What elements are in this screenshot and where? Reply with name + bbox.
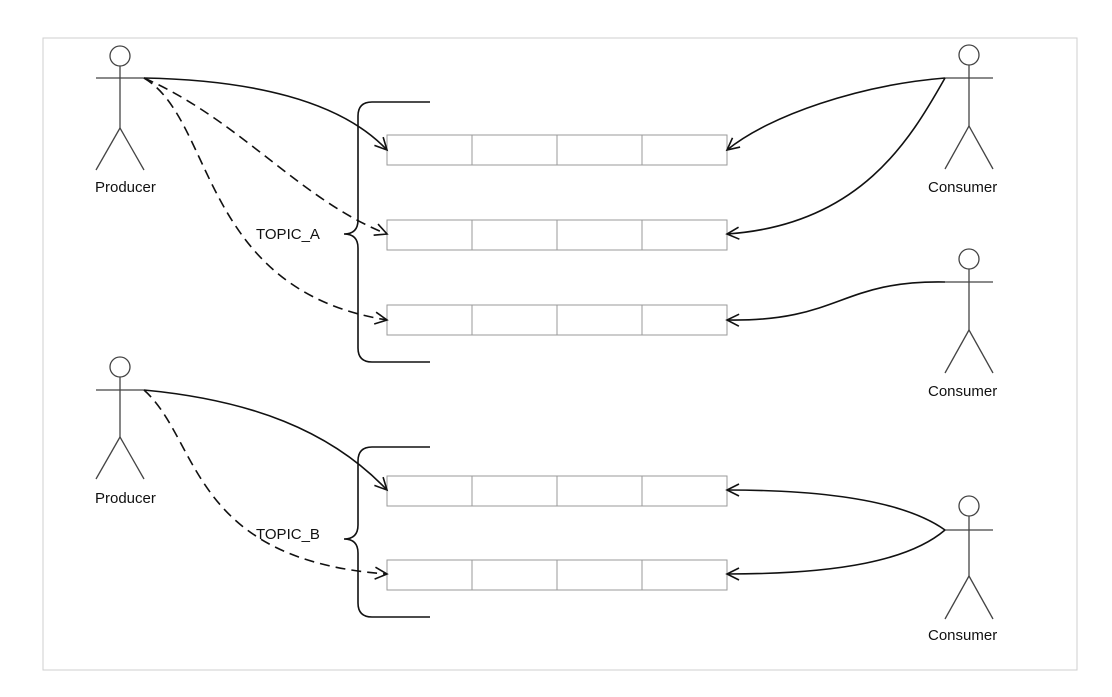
consumer-1-label: Consumer [928, 179, 997, 196]
partition-b-1 [386, 559, 728, 591]
consumer-1-to-partition-a-1 [725, 77, 946, 240]
producer-a-to-partition-a-2 [143, 77, 389, 325]
producer-a-to-partition-a-0 [143, 77, 389, 152]
consumer-1-actor [944, 44, 994, 170]
consumer-3-to-partition-b-0 [725, 483, 946, 531]
topic-b-brace [343, 446, 430, 618]
producer-b-actor [95, 356, 145, 480]
consumer-2-to-partition-a-2 [725, 281, 946, 327]
consumer-1-to-partition-a-0 [725, 77, 946, 152]
producer-a-actor [95, 45, 145, 171]
topic-b-label: TOPIC_B [256, 526, 320, 543]
producer-b-to-partition-b-0 [143, 389, 389, 492]
partition-b-0 [386, 475, 728, 507]
partition-a-1 [386, 219, 728, 251]
topic-a-label: TOPIC_A [256, 226, 320, 243]
consumer-3-to-partition-b-1 [725, 529, 946, 581]
consumer-2-label: Consumer [928, 383, 997, 400]
producer-a-label: Producer [95, 179, 156, 196]
producer-a-to-partition-a-1 [143, 77, 389, 237]
producer-b-label: Producer [95, 490, 156, 507]
topic-a-brace [343, 101, 430, 363]
partition-a-2 [386, 304, 728, 336]
consumer-3-actor [944, 495, 994, 620]
consumer-2-actor [944, 248, 994, 374]
partition-a-0 [386, 134, 728, 166]
consumer-3-label: Consumer [928, 627, 997, 644]
